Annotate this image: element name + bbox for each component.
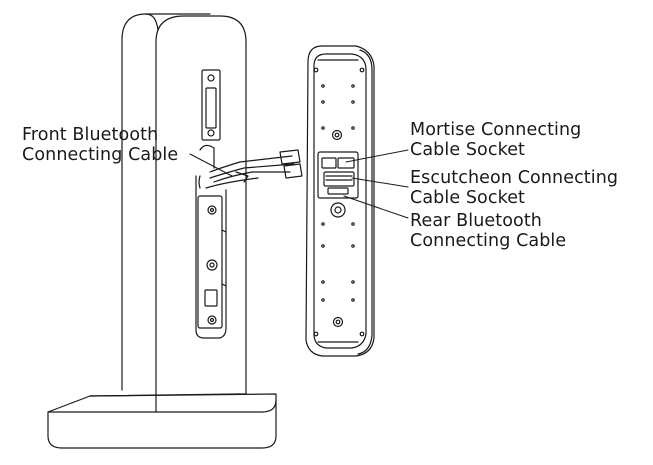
escutcheon-outer — [305, 45, 375, 357]
door-base — [47, 393, 277, 449]
callout-line: Front Bluetooth — [22, 125, 159, 145]
callout-line: Cable Socket — [410, 188, 526, 208]
escutcheon — [305, 45, 375, 357]
callout-line: Rear Bluetooth — [410, 211, 542, 231]
leader-lines — [189, 149, 409, 219]
mortise-body — [195, 144, 227, 339]
leader-rear-cable — [343, 195, 409, 219]
leader-mortise-socket — [345, 149, 409, 163]
escutcheon-inner — [313, 53, 367, 349]
socket-well — [317, 151, 359, 199]
callout-rear-bluetooth-cable: Rear Bluetooth Connecting Cable — [410, 211, 566, 251]
callout-line: Cable Socket — [410, 140, 526, 160]
leader-front-cable — [189, 153, 233, 177]
leader-escutcheon-socket — [351, 177, 409, 188]
strike-plate — [201, 69, 221, 141]
callout-line: Connecting Cable — [22, 145, 179, 165]
cable-connector — [279, 149, 301, 165]
callout-mortise-cable-socket: Mortise Connecting Cable Socket — [410, 120, 581, 160]
door-front-face — [155, 15, 247, 413]
callout-escutcheon-cable-socket: Escutcheon Connecting Cable Socket — [410, 168, 618, 208]
door-panel — [47, 13, 277, 449]
callout-line: Escutcheon Connecting — [410, 168, 619, 188]
callout-line: Connecting Cable — [410, 231, 567, 251]
callout-line: Mortise Connecting — [410, 120, 582, 140]
callout-front-bluetooth-cable: Front Bluetooth Connecting Cable — [22, 125, 178, 165]
